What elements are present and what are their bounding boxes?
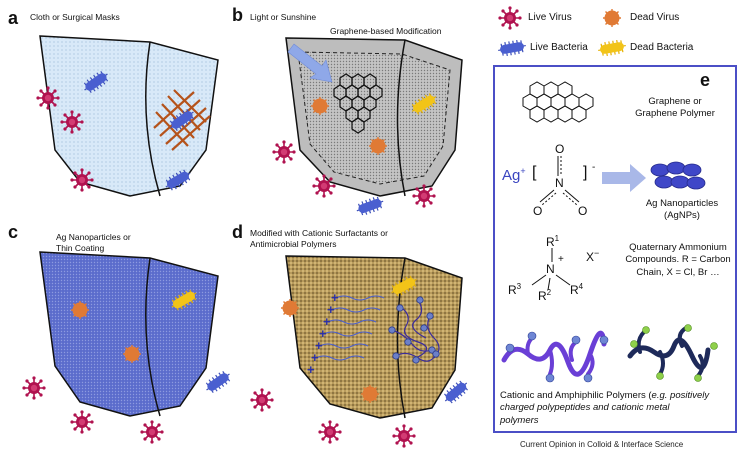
mask-b [271,37,463,218]
quat-r2-index: 2 [546,288,552,297]
graphene-sheet [333,73,383,134]
agnp-cluster [650,161,706,190]
graphene-lattice [522,81,594,123]
metal-polymer [627,324,718,382]
caption-c-line1: Ag Nanoparticles or [56,232,131,242]
quat-r2-symbol: R [538,289,547,303]
legend-dead-bacteria: Dead Bacteria [630,42,694,53]
nitrate-o-right: O [578,204,588,218]
conversion-arrow [602,164,646,192]
panel-label-e: e [700,70,711,90]
agnp-label-line1: Ag Nanoparticles [645,198,719,209]
svg-text:+: + [311,350,319,365]
surfactant-heads: ++ ++ ++ + [307,290,339,377]
nitrate-n: N [555,176,564,190]
legend-live-bacteria: Live Bacteria [530,42,588,53]
svg-text:+: + [331,290,339,305]
caption-b-mod: Graphene-based Modification [330,26,442,36]
graphene-label: Graphene or Graphene Polymer [630,96,720,121]
light-arrow [287,43,333,83]
polymer-label-line3: polymers [500,414,539,426]
quat-r4-index: 4 [578,282,584,291]
svg-text:+: + [323,314,331,329]
nitrate-bonds [539,156,580,206]
panel-e-graphics [501,81,718,383]
mask-c [21,251,235,445]
quat-bonds [531,248,571,291]
quat-x: X− [586,248,599,264]
quat-label: Quaternary Ammonium Compounds. R = Carbo… [620,242,736,279]
quat-r4: R4 [570,282,583,297]
svg-text:+: + [307,362,315,377]
quat-plus: + [558,254,564,265]
quat-r3-index: 3 [516,282,522,291]
mask-d: ++ ++ ++ + [249,255,472,449]
quat-r3-symbol: R [508,283,517,297]
quat-label-line3: Chain, X = Cl, Br … [636,266,720,278]
agnp-label: Ag Nanoparticles (AgNPs) [636,198,728,223]
silver-ion: Ag+ [502,166,526,184]
caption-b-light: Light or Sunshine [250,12,317,22]
svg-text:+: + [315,338,323,353]
quat-r4-symbol: R [570,283,579,297]
quat-r3: R3 [508,282,521,297]
nitrate-o-left: O [533,204,543,218]
bracket-close: ] [583,164,588,181]
caption-d-line2: Antimicrobial Polymers [250,239,337,249]
legend-dead-virus: Dead Virus [630,12,680,23]
silver-ion-symbol: Ag [502,167,521,184]
caption-d-line1: Modified with Cationic Surfactants or [250,228,388,238]
polymer-label-line2: charged polypeptides and cationic metal [500,402,670,414]
mask-a [35,35,219,197]
quat-r1-index: 1 [554,234,560,243]
svg-text:+: + [327,302,335,317]
surfactant-chains [315,295,385,361]
caption-a: Cloth or Surgical Masks [30,12,120,22]
quat-r1: R1 [546,234,559,249]
polymer-label-italic: e.g. positively [651,390,710,401]
graphene-label-line2: Graphene Polymer [635,108,715,120]
panel-label-c: c [8,222,19,242]
svg-text:+: + [319,326,327,341]
quat-x-charge: − [594,248,600,258]
quat-r2: R2 [538,288,551,303]
journal-footer: Current Opinion in Colloid & Interface S… [520,440,684,449]
legend-live-virus: Live Virus [528,12,572,23]
panel-label-d: d [232,222,243,242]
panel-label-a: a [8,8,19,28]
bracket-charge: - [592,162,596,173]
quat-r1-symbol: R [546,235,555,249]
quat-label-line1: Quaternary Ammonium [629,242,727,253]
graphene-label-line1: Graphene or [648,96,702,107]
agnp-label-line2: (AgNPs) [664,210,700,222]
caption-c-line2: Thin Coating [56,243,105,253]
bracket-open: [ [532,164,537,181]
quat-x-symbol: X [586,250,595,264]
polymer-label-plain: Cationic and Amphiphilic Polymers ( [500,390,652,401]
panel-e [493,65,737,433]
nitrate-o-top: O [555,142,565,156]
silver-ion-charge: + [520,166,526,176]
polymer-label: Cationic and Amphiphilic Polymers (e.g. … [500,390,735,427]
panel-label-b: b [232,5,243,25]
quat-label-line2: Compounds. R = Carbon [625,254,731,266]
cationic-polymer [501,330,609,383]
quat-n: N [546,262,555,276]
